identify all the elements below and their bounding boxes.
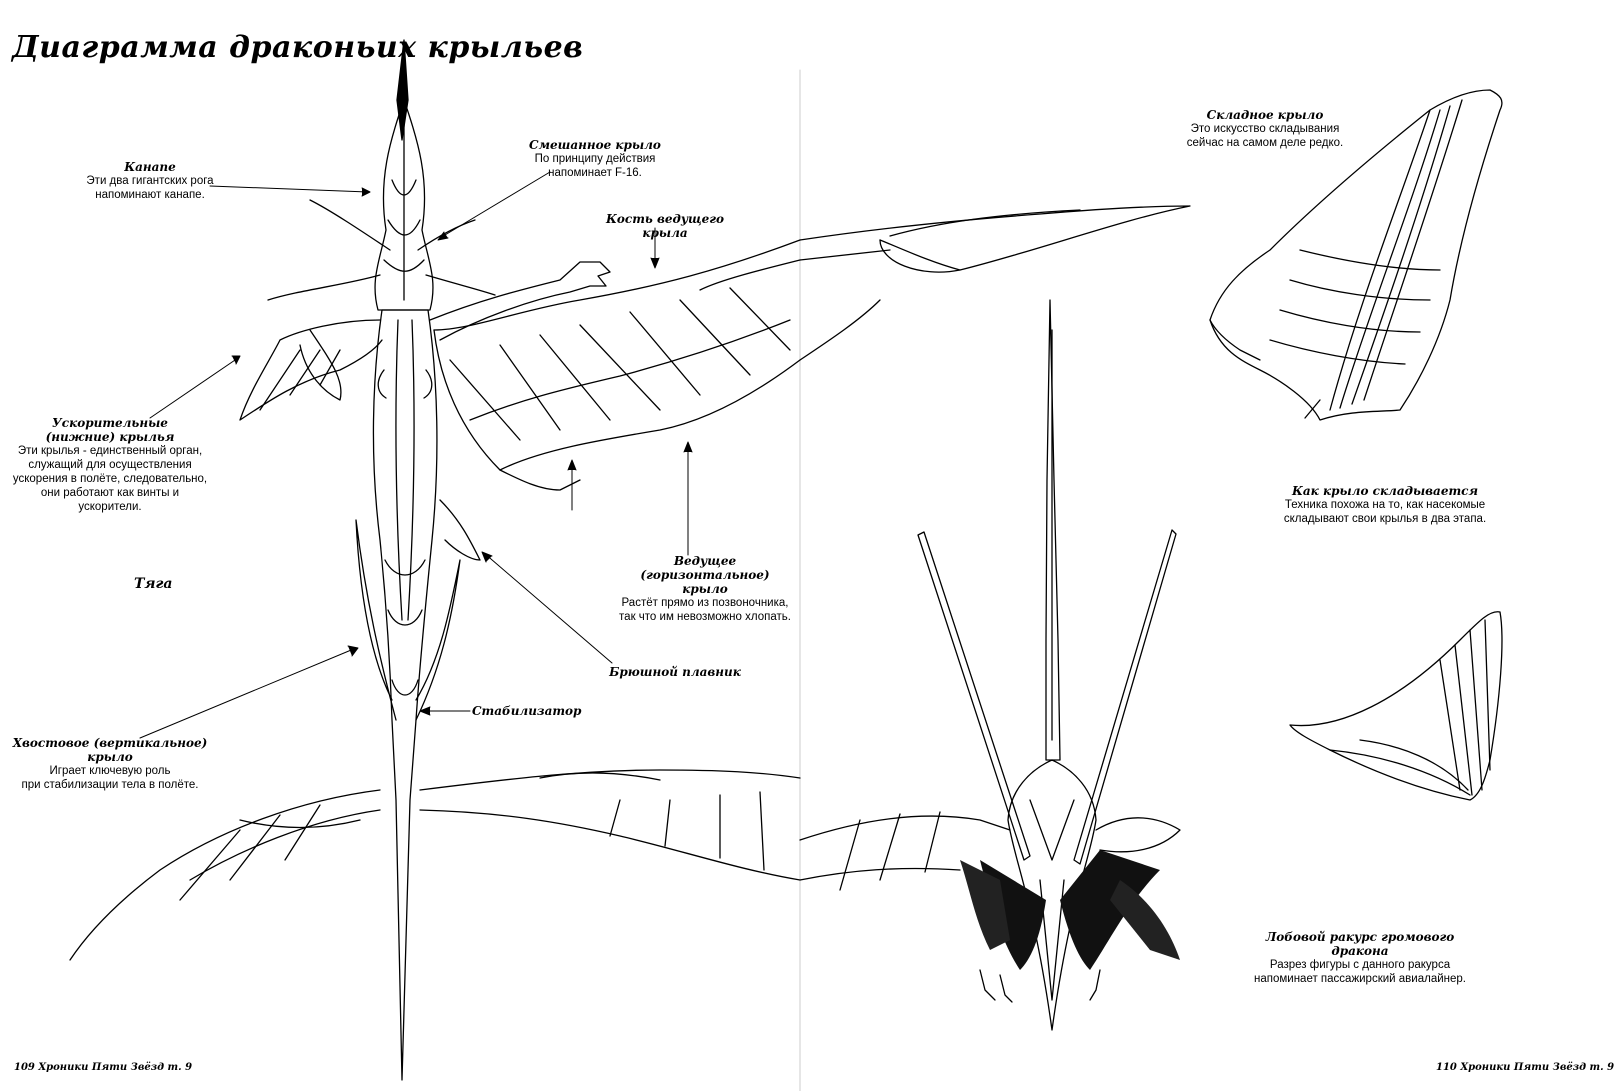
folded-wing-small (1289, 611, 1503, 801)
label-mixed-wing-body: По принципу действия напоминает F-16. (534, 153, 656, 179)
label-canard-head: Канапе (124, 160, 176, 174)
leader-arrows (139, 171, 693, 739)
label-frontal-view-body: Разрез фигуры с данного ракурса напомина… (1254, 959, 1466, 985)
dragon-top-view (69, 39, 801, 1081)
label-mixed-wing: Смешанное крыло По принципу действия нап… (520, 138, 670, 180)
label-tail-wing-body: Играет ключевую роль при стабилизации те… (21, 765, 199, 791)
footer-right: 110 Хроники Пяти Звёзд т. 9 (1436, 1062, 1614, 1073)
footer-right-page-number: 110 (1436, 1062, 1457, 1073)
label-canard: Канапе Эти два гигантских рога напоминаю… (70, 160, 230, 202)
label-leading-wing-body: Растёт прямо из позвоночника, так что им… (619, 597, 791, 623)
footer-left-title: Хроники Пяти Звёзд т. 9 (38, 1062, 193, 1073)
label-booster-body: Эти крылья - единственный орган, служащи… (12, 445, 208, 513)
label-tail-wing: Хвостовое (вертикальное) крыло Играет кл… (10, 736, 210, 792)
folded-wing-large (1209, 89, 1503, 421)
label-folding-wing-body: Это искусство складывания сейчас на само… (1186, 123, 1344, 149)
label-ventral-fin: Брюшной плавник (600, 665, 750, 679)
footer-right-title: Хроники Пяти Звёзд т. 9 (1460, 1062, 1614, 1073)
label-leading-bone-head: Кость ведущего крыла (605, 212, 725, 240)
label-leading-bone: Кость ведущего крыла (590, 212, 740, 240)
label-frontal-view-head: Лобовой ракурс громового дракона (1265, 930, 1455, 958)
footer-left: 109 Хроники Пяти Звёзд т. 9 (14, 1062, 192, 1073)
label-folding-wing-head: Складное крыло (1206, 108, 1324, 122)
label-frontal-view: Лобовой ракурс громового дракона Разрез … (1240, 930, 1480, 986)
page-title: Диаграмма драконьих крыльев (12, 30, 584, 65)
right-wing-extension (799, 205, 1191, 361)
label-canard-body: Эти два гигантских рога напоминают канап… (86, 175, 214, 201)
label-leading-wing: Ведущее (горизонтальное) крыло Растёт пр… (610, 554, 800, 624)
dragon-front-view (799, 299, 1181, 1031)
label-how-fold-body: Техника похожа на то, как насекомые скла… (1283, 499, 1487, 525)
label-thrust: Тяга (134, 576, 173, 592)
label-stabilizer: Стабилизатор (472, 704, 592, 718)
label-ventral-fin-head: Брюшной плавник (609, 665, 741, 679)
label-how-fold-head: Как крыло складывается (1291, 484, 1479, 498)
footer-left-page-number: 109 (14, 1062, 35, 1073)
label-booster-wings: Ускорительные (нижние) крылья Эти крылья… (10, 416, 210, 514)
label-folding-wing: Складное крыло Это искусство складывания… (1180, 108, 1350, 150)
label-mixed-wing-head: Смешанное крыло (529, 138, 661, 152)
label-tail-wing-head: Хвостовое (вертикальное) крыло (12, 736, 208, 764)
label-how-fold: Как крыло складывается Техника похожа на… (1270, 484, 1500, 526)
label-stabilizer-head: Стабилизатор (472, 704, 582, 718)
label-booster-head: Ускорительные (нижние) крылья (45, 416, 175, 444)
label-leading-wing-head: Ведущее (горизонтальное) крыло (640, 554, 770, 596)
